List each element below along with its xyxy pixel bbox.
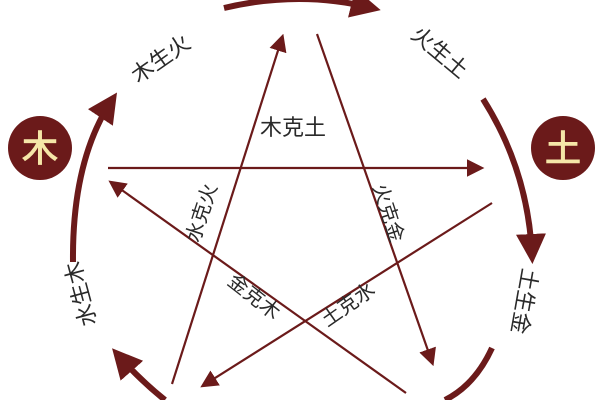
node-wood-label: 木 — [22, 129, 58, 170]
arc-fire-to-earth — [480, 97, 546, 264]
arc-earth-to-metal — [443, 346, 495, 400]
label-water-overcomes-fire: 水克火 — [181, 181, 222, 245]
label-fire-overcomes-metal: 火克金 — [368, 181, 409, 245]
node-wood: 木 — [8, 116, 72, 180]
arrow-earth-overcomes-water — [200, 202, 493, 388]
arrow-water-overcomes-fire — [170, 33, 287, 385]
label-wood-overcomes-earth: 木克土 — [260, 116, 326, 141]
arrow-fire-overcomes-metal — [315, 33, 436, 367]
arc-metal-to-water — [112, 348, 167, 400]
label-earth-overcomes-water: 土克水 — [317, 277, 380, 331]
label-metal-overcomes-wood: 金克木 — [223, 269, 285, 325]
arc-water-to-wood — [69, 92, 117, 263]
label-earth-generates-metal: 土生金 — [505, 266, 541, 335]
label-fire-generates-earth: 火生土 — [406, 22, 473, 84]
arc-wood-to-fire — [223, 0, 381, 18]
label-wood-generates-fire: 木生火 — [127, 31, 195, 89]
node-earth-label: 土 — [545, 129, 581, 170]
arrow-metal-overcomes-wood — [108, 180, 407, 394]
node-earth: 土 — [531, 116, 595, 180]
label-water-generates-wood: 水生木 — [61, 259, 102, 329]
